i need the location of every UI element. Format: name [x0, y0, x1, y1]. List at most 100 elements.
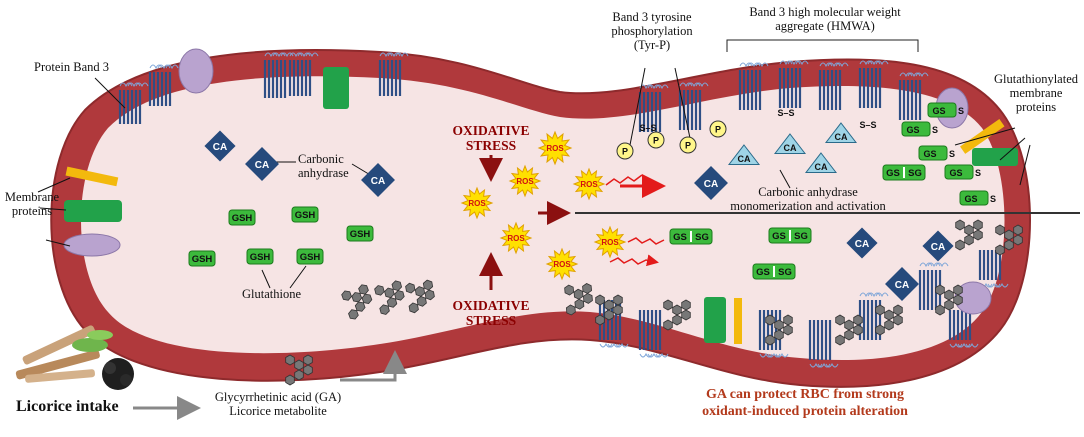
gssg-2-gs: GS [772, 231, 786, 242]
disulfide-3: S–S [859, 120, 876, 130]
ga-molecule [663, 299, 691, 331]
label-ga: Glycyrrhetinic acid (GA) Licorice metabo… [214, 390, 342, 418]
hmwa-bracket [726, 39, 919, 52]
label-membrane-proteins: Membrane proteins [4, 190, 60, 218]
ga-molecule [875, 304, 903, 336]
band3-helix [818, 62, 849, 110]
green-membrane-protein-top [323, 67, 349, 109]
gss-2 [927, 102, 957, 118]
label-conclusion: GA can protect RBC from strong oxidant-i… [702, 387, 908, 419]
ros-6-label: ROS [601, 238, 619, 247]
gssg-3-gs: GS [756, 267, 770, 278]
gss-1-s: S [932, 125, 938, 135]
p-4-label: P [715, 125, 721, 135]
ga-molecule [285, 354, 313, 386]
gss-2-gs: GS [932, 106, 945, 116]
leader-glut3 [1019, 144, 1031, 186]
gsh-6-text: GSH [300, 252, 321, 263]
ca-diamond-5-label: CA [855, 239, 869, 250]
ros-5-label: ROS [580, 180, 598, 189]
ros-4 [499, 221, 533, 255]
label-licorice-intake: Licorice intake [16, 398, 119, 415]
cytoplasm [81, 76, 1005, 361]
purple-membrane-protein-left [63, 233, 121, 257]
p-3-label: P [685, 141, 691, 151]
yellow-transporter-right [960, 118, 1005, 154]
ros-7-label: ROS [553, 260, 571, 269]
ca-tri-4 [804, 152, 838, 173]
p-2 [647, 131, 665, 149]
ca-diamond-2 [245, 147, 279, 181]
leader-tyr1 [629, 67, 646, 146]
band3-helix [118, 82, 149, 124]
leader-gsh2 [289, 265, 307, 289]
yellow-transporter [65, 166, 119, 187]
gss-4-s: S [975, 168, 981, 178]
licorice-root-image [15, 325, 134, 390]
gsh-2 [291, 206, 319, 223]
gss-5-gs: GS [964, 194, 977, 204]
band3-helix [288, 52, 319, 96]
band3-helix [263, 52, 294, 98]
gsh-4-text: GSH [192, 254, 213, 265]
band3-helix [678, 82, 709, 130]
green-membrane-protein-right [972, 148, 1018, 166]
label-band3-hmwa: Band 3 high molecular weight aggregate (… [749, 5, 901, 33]
gss-5-s: S [990, 194, 996, 204]
ros-1 [537, 130, 573, 166]
gss-5 [959, 190, 989, 206]
disulfide-1: S–S [639, 123, 656, 133]
gsh-6 [296, 248, 324, 265]
ca-diamond-2-label: CA [255, 160, 269, 171]
band3-helix [978, 250, 1009, 288]
ga-molecule [374, 280, 405, 315]
gss-3 [918, 145, 948, 161]
ca-diamond-7-label: CA [895, 280, 909, 291]
band3-helix [638, 84, 669, 132]
p-2-label: P [653, 136, 659, 146]
ca-diamond-7 [885, 267, 919, 301]
band3-helix [638, 310, 669, 358]
ros-1-label: ROS [546, 144, 564, 153]
ca-diamond-4 [694, 166, 728, 200]
ga-molecule [935, 284, 963, 316]
ca-diamond-6-label: CA [931, 242, 945, 253]
gssg-4-gs: GS [886, 168, 900, 179]
ros-2 [508, 164, 542, 198]
leader-tyr2 [674, 67, 691, 139]
ros-arrow-1 [605, 174, 643, 186]
ros-6 [593, 225, 627, 259]
ga-molecule [955, 219, 983, 251]
ga-molecule [765, 314, 793, 346]
gsh-5 [246, 248, 274, 265]
ca-tri-2-label: CA [784, 143, 797, 153]
gss-1 [901, 121, 931, 137]
leader-band3 [94, 77, 126, 109]
label-glutathionylated: Glutathionylated membrane proteins [993, 72, 1078, 114]
leader-gsh [261, 269, 271, 289]
ca-tri-4-label: CA [815, 162, 828, 172]
leader-membrane-a [37, 177, 71, 193]
ca-tri-2 [773, 133, 807, 154]
gss-4 [944, 164, 974, 180]
p-1-label: P [622, 147, 628, 157]
label-oxidative-stress-top: OXIDATIVE STRESS [452, 123, 530, 153]
ca-tri-1-label: CA [738, 154, 751, 164]
gsh-1-text: GSH [232, 213, 253, 224]
ga-molecule [595, 294, 623, 326]
band3-helix [948, 310, 979, 348]
band3-helix [808, 320, 839, 368]
ca-diamond-4-label: CA [704, 179, 718, 190]
gss-4-gs: GS [949, 168, 962, 178]
band3-helix [898, 72, 929, 120]
band3-helix [858, 60, 889, 108]
ga-molecule [341, 284, 373, 320]
p-4 [709, 120, 727, 138]
gss-1-gs: GS [906, 125, 919, 135]
ga-molecule [405, 279, 435, 314]
label-band3-tyr-p: Band 3 tyrosine phosphorylation (Tyr-P) [611, 10, 693, 52]
yellow-transporter-bottom [734, 298, 742, 344]
ga-molecule [835, 314, 863, 346]
p-1 [616, 142, 634, 160]
